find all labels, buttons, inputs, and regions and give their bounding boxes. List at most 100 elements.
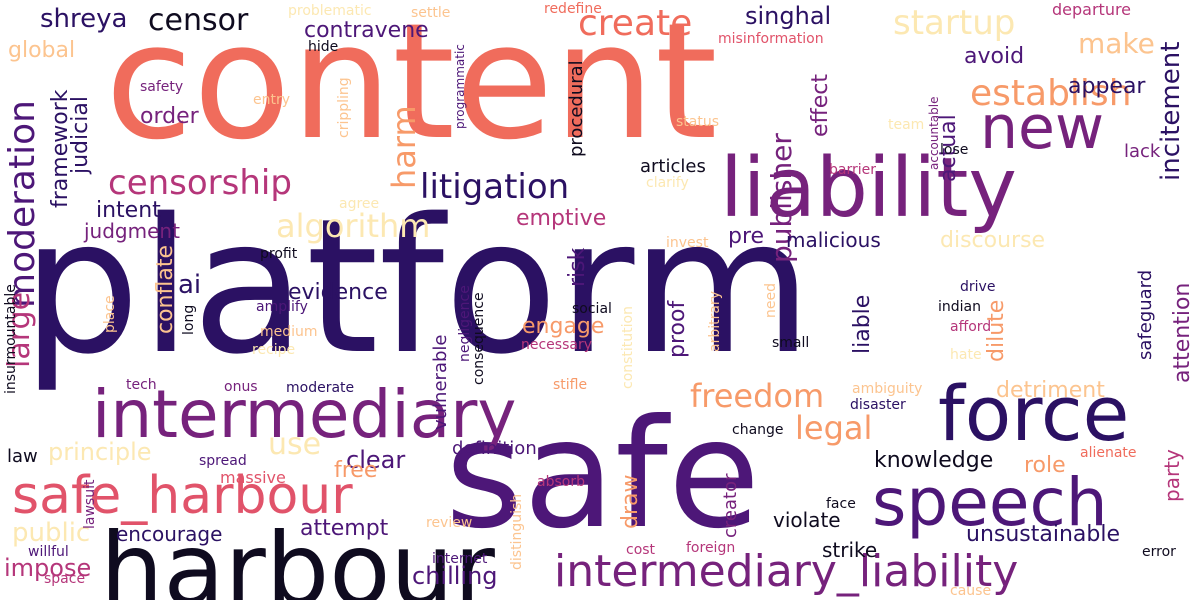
word-violate: violate (773, 508, 841, 532)
word-startup: startup (893, 3, 1016, 43)
word-conflate: conflate (153, 245, 178, 335)
word-speech: speech (872, 464, 1108, 541)
word-singhal: singhal (745, 2, 832, 30)
word-spread: spread (199, 453, 247, 469)
word-crippling: crippling (336, 77, 352, 139)
word-evidence: evidence (288, 280, 388, 305)
word-review: review (426, 515, 473, 531)
word-harm: harm (385, 105, 423, 190)
word-change: change (732, 422, 784, 438)
word-safeguard: safeguard (1135, 270, 1156, 361)
word-incitement: incitement (1156, 41, 1186, 182)
word-unsustainable: unsustainable (966, 522, 1121, 547)
word-ambiguity: ambiguity (852, 381, 923, 397)
word-law: law (7, 446, 38, 467)
word-negligence: negligence (457, 284, 473, 362)
word-cause: cause (950, 583, 992, 599)
word-discourse: discourse (940, 228, 1046, 253)
word-attention: attention (1170, 282, 1195, 383)
word-need: need (763, 282, 779, 318)
word-shreya: shreya (40, 4, 128, 34)
word-emptive: emptive (516, 206, 607, 231)
word-consequence: consequence (471, 292, 487, 386)
word-detriment: detriment (996, 378, 1105, 403)
word-problematic: problematic (288, 3, 372, 19)
word-censorship: censorship (108, 163, 292, 203)
word-stifle: stifle (553, 377, 588, 393)
word-error: error (1142, 544, 1176, 560)
word-cost: cost (626, 542, 656, 558)
word-freedom: freedom (690, 377, 825, 415)
word-knowledge: knowledge (874, 448, 994, 473)
word-judicial: judicial (68, 96, 93, 175)
word-lack: lack (1124, 141, 1161, 162)
word-safe: safe (445, 388, 761, 562)
word-lose: lose (940, 142, 969, 158)
word-foreign: foreign (686, 540, 736, 556)
word-social: social (572, 301, 612, 317)
word-constitution: constitution (620, 306, 636, 390)
word-barrier: barrier (829, 162, 876, 178)
word-willful: willful (28, 544, 69, 560)
word-proof: proof (665, 300, 690, 359)
word-contravene: contravene (304, 18, 429, 43)
word-massive: massive (220, 468, 286, 487)
word-recipe: recipe (252, 342, 296, 358)
word-algorithm: algorithm (276, 207, 431, 245)
word-definition: definition (452, 438, 537, 459)
word-censor: censor (148, 3, 249, 38)
word-harbour: harbour (100, 511, 495, 600)
word-misinformation: misinformation (718, 31, 824, 47)
word-platform: platform (22, 178, 813, 395)
word-litigation: litigation (420, 167, 570, 207)
word-afford: afford (950, 319, 992, 335)
word-clarify: clarify (646, 175, 689, 191)
word-agree: agree (339, 196, 380, 212)
word-place: place (102, 295, 118, 334)
word-status: status (676, 114, 720, 130)
word-hate: hate (950, 347, 982, 363)
word-amplify: amplify (256, 299, 308, 315)
word-space: space (44, 571, 86, 587)
word-long: long (181, 304, 197, 335)
word-necessary: necessary (521, 337, 593, 353)
word-drive: drive (960, 279, 996, 295)
word-indian: indian (938, 299, 981, 315)
word-engage: engage (522, 314, 605, 339)
word-make: make (1078, 27, 1155, 60)
word-use: use (268, 427, 322, 462)
word-arbitrary: arbitrary (707, 291, 723, 353)
word-create: create (578, 3, 693, 44)
word-clear: clear (346, 446, 406, 474)
word-appear: appear (1068, 74, 1146, 99)
word-disaster: disaster (850, 397, 906, 413)
word-lawsuit: lawsuit (82, 479, 98, 529)
word-strike: strike (822, 538, 878, 562)
word-settle: settle (411, 5, 451, 21)
word-departure: departure (1052, 0, 1132, 19)
word-redefine: redefine (544, 1, 602, 17)
word-intent: intent (96, 198, 161, 223)
word-attempt: attempt (300, 516, 389, 541)
word-party: party (1160, 449, 1184, 502)
word-ai: ai (178, 270, 202, 300)
word-liable: liable (850, 294, 875, 354)
word-internet: internet (432, 551, 488, 567)
word-order: order (140, 104, 199, 129)
word-intermediary-liability: intermediary_liability (554, 546, 1019, 597)
word-safety: safety (140, 79, 184, 95)
word-medium: medium (260, 324, 318, 340)
word-insurmountable: insurmountable (3, 283, 19, 394)
word-chilling: chilling (412, 562, 498, 590)
word-entry: entry (253, 92, 291, 108)
word-absorb: absorb (537, 474, 585, 490)
word-moderation: moderation (2, 100, 43, 309)
word-onus: onus (224, 379, 258, 395)
word-force: force (938, 369, 1130, 458)
word-principle: principle (48, 438, 152, 466)
word-avoid: avoid (964, 44, 1025, 69)
word-malicious: malicious (786, 228, 881, 252)
word-legal: legal (795, 409, 873, 447)
word-encourage: encourage (116, 522, 223, 546)
